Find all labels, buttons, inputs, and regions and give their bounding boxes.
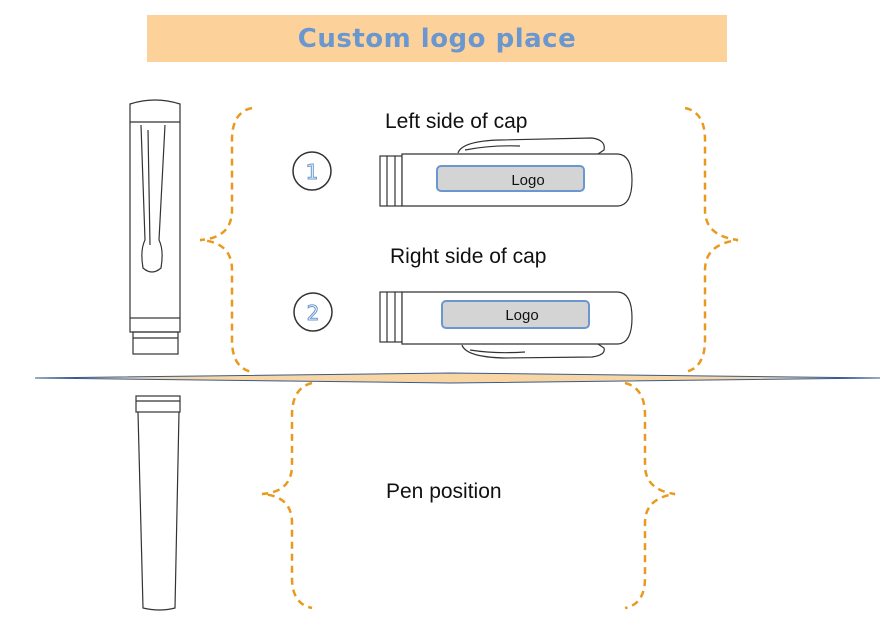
left-bracket-bottom	[261, 381, 313, 610]
divider-line	[34, 372, 881, 384]
right-bracket-top	[684, 106, 739, 374]
left-side-label: Left side of cap	[385, 110, 528, 133]
left-bracket-top	[199, 106, 253, 374]
pen-position-label: Pen position	[386, 480, 502, 503]
number-1-text: 1	[306, 160, 319, 184]
logo-area-right	[441, 300, 590, 329]
vertical-cap-drawing	[129, 99, 181, 355]
vertical-pen-drawing	[135, 395, 181, 611]
logo-area-left	[436, 165, 585, 192]
right-side-label: Right side of cap	[390, 245, 547, 268]
logo-text-left: Logo	[511, 172, 544, 189]
banner-title: Custom logo place	[297, 23, 577, 54]
logo-text-right: Logo	[505, 307, 538, 324]
right-bracket-bottom	[624, 381, 676, 610]
number-circle-1: 1	[292, 151, 332, 191]
number-2-text: 2	[307, 301, 320, 325]
number-circle-2: 2	[293, 292, 333, 332]
title-banner: Custom logo place	[147, 15, 727, 62]
